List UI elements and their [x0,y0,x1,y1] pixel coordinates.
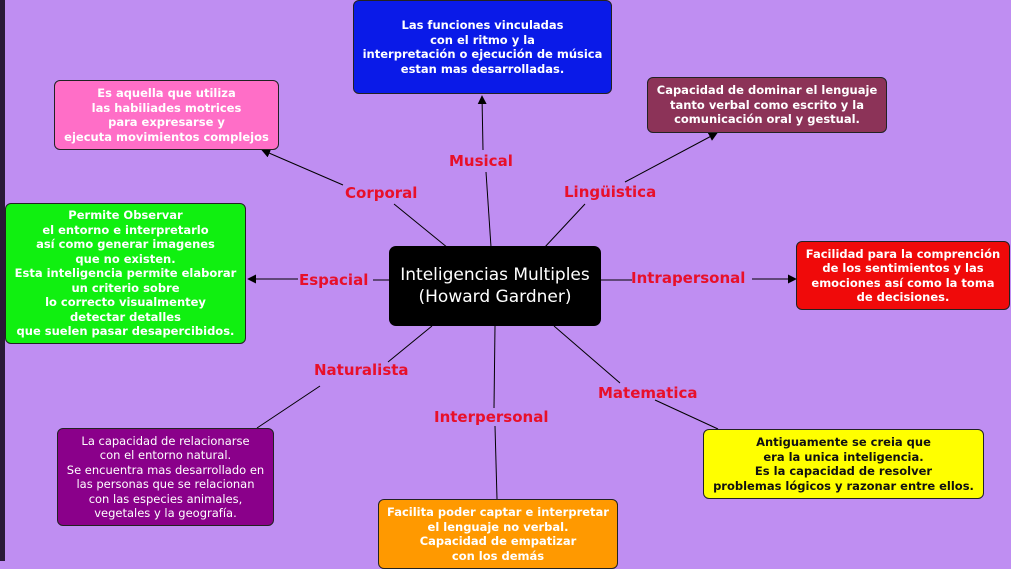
interpersonal-description-text: Facilita poder captar e interpretar el l… [387,505,609,563]
label-intrapersonal: Intrapersonal [631,269,746,287]
link-naturalista-upper [387,325,433,363]
link-musical-lower [485,171,492,248]
matematica-description-box: Antiguamente se creia que era la unica i… [703,429,984,499]
link-linguistica-lower [543,203,586,249]
central-topic-title: Inteligencias Multiples (Howard Gardner) [400,265,590,307]
label-naturalista: Naturalista [314,361,409,379]
label-matematica: Matematica [598,384,698,402]
corporal-description-box: Es aquella que utiliza las habiliades mo… [54,80,279,150]
intrapersonal-description-text: Facilidad para la comprención de los sen… [805,246,1001,305]
naturalista-description-text: La capacidad de relacionarse con el ento… [66,433,265,521]
naturalista-description-box: La capacidad de relacionarse con el ento… [57,428,274,526]
label-musical: Musical [449,152,513,170]
linguistica-description-text: Capacidad de dominar el lenguaje tanto v… [656,83,878,127]
link-corporal-lower [393,203,449,249]
espacial-description-text: Permite Observar el entorno e interpreta… [14,208,237,339]
espacial-description-box: Permite Observar el entorno e interpreta… [5,203,246,344]
link-corporal-upper [261,149,344,186]
link-naturalista-lower [256,385,321,429]
intrapersonal-description-box: Facilidad para la comprención de los sen… [796,241,1010,310]
musical-description-box: Las funciones vinculadas con el ritmo y … [353,0,612,94]
label-interpersonal: Interpersonal [434,408,549,426]
link-matematica-lower [654,399,719,430]
musical-description-text: Las funciones vinculadas con el ritmo y … [362,18,603,76]
interpersonal-description-box: Facilita poder captar e interpretar el l… [378,499,618,569]
matematica-description-text: Antiguamente se creia que era la unica i… [713,435,974,493]
link-linguistica-upper [624,132,718,183]
label-linguistica: Lingüistica [564,183,657,201]
left-edge-strip [0,0,5,561]
central-topic-box: Inteligencias Multiples (Howard Gardner) [389,246,601,326]
link-musical-upper [477,95,487,151]
label-espacial: Espacial [299,271,369,289]
linguistica-description-box: Capacidad de dominar el lenguaje tanto v… [647,77,887,133]
corporal-description-text: Es aquella que utiliza las habiliades mo… [64,86,269,144]
link-interpersonal-lower [494,425,498,500]
label-corporal: Corporal [345,184,418,202]
link-interpersonal-upper [493,325,496,409]
link-matematica-upper [553,325,621,384]
